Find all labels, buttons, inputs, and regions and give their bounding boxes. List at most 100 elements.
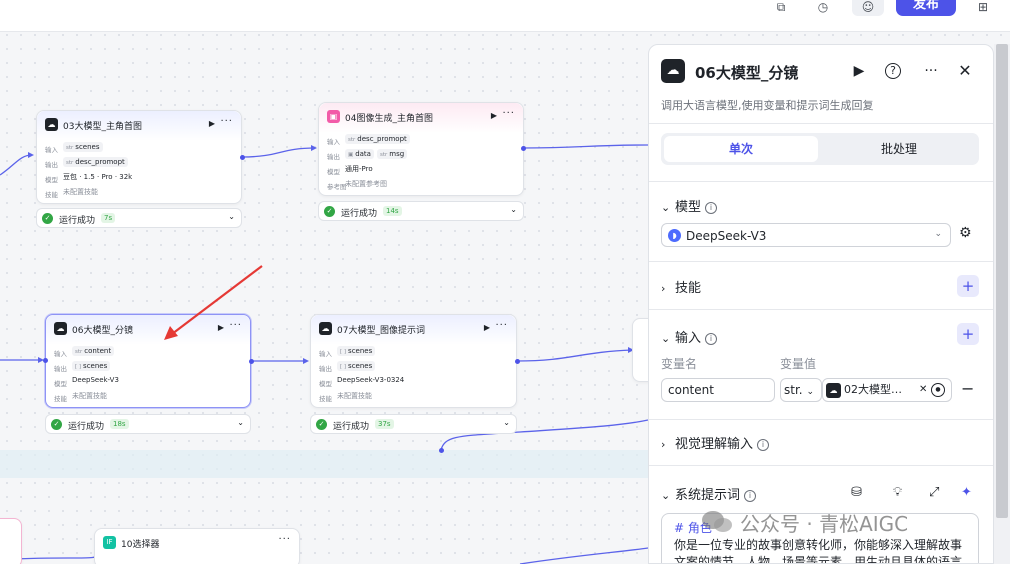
panel-scrollbar-thumb[interactable] [996,44,1008,518]
info-icon: i [744,490,757,502]
var-type-select[interactable]: str. ⌄ [780,378,822,402]
skills-section-header[interactable]: ›技能 [661,281,702,296]
node-model-row: 模型 通用-Pro [327,165,373,176]
more-icon[interactable]: ··· [495,320,508,331]
node-06-status[interactable]: ✓ 运行成功 18s ⌄ [45,414,251,434]
node-04-status[interactable]: ✓ 运行成功 14s ⌄ [318,201,524,221]
more-icon[interactable]: ··· [502,108,515,119]
node-ref-row: 参考图 未配置参考图 [327,180,387,191]
node-header: IF 10选择器 ··· [95,529,299,559]
output-port[interactable] [521,146,526,151]
history-icon[interactable]: ◷ [817,0,829,14]
more-icon[interactable]: ··· [924,63,938,79]
canvas-group-band [0,450,650,478]
add-input-button[interactable]: + [957,323,979,345]
bulb-icon[interactable]: 💡︎ [893,485,903,500]
help-icon[interactable]: ? [885,63,901,79]
close-icon[interactable]: ✕ [958,61,972,80]
llm-icon: ☁ [54,322,67,335]
extension-icon[interactable]: ⊞ [977,0,989,14]
node-output-row: 输出 [ ]scenes [311,360,516,375]
run-icon[interactable]: ▶ [208,119,215,128]
tab-batch[interactable]: 批处理 [880,142,917,156]
chevron-down-icon: ⌄ [661,332,671,345]
var-name-header: 变量名 [661,357,698,371]
node-10-selector[interactable]: IF 10选择器 ··· [94,528,300,564]
run-icon[interactable]: ▶ [853,63,865,79]
node-header: ☁ 03大模型_主角首图 ▶ ··· [37,111,241,141]
copy-icon[interactable]: ⧉ [776,0,786,14]
node-model-row: 模型 DeepSeek-V3-0324 [319,376,405,388]
panel-description: 调用大语言模型,使用变量和提示词生成回复 [661,99,874,112]
remove-input-button[interactable]: − [961,379,975,398]
node-header: ▣ 04图像生成_主角首图 ▶ ··· [319,103,523,133]
success-icon: ✓ [324,206,335,217]
success-icon: ✓ [51,419,62,430]
info-icon: i [705,202,718,214]
watermark-text: 公众号 · 青松AIGC [740,512,909,536]
user-icon[interactable]: ☺ [852,0,884,16]
node-title: 07大模型_图像提示词 [337,326,425,336]
chevron-down-icon: ⌄ [237,418,244,427]
target-icon: ● [931,383,945,397]
system-prompt-editor[interactable]: # 角色 你是一位专业的故事创意转化师，你能够深入理解故事 文案的情节、人物、场… [661,513,979,563]
var-ref-select[interactable]: ☁ 02大模型… ✕ ● [822,378,952,402]
more-icon[interactable]: ··· [278,534,291,545]
prompt-library-icon[interactable]: ⛁ [851,485,862,500]
llm-icon: ☁ [45,118,58,131]
deepseek-icon: ◗ [668,229,681,242]
chevron-down-icon: ⌄ [228,212,235,221]
node-partial-left[interactable] [0,518,22,564]
node-07-llm[interactable]: ☁ 07大模型_图像提示词 ▶ ··· 输入 [ ]scenes 输出 [ ]s… [310,314,517,408]
add-skill-button[interactable]: + [957,275,979,297]
if-icon: IF [103,536,116,549]
node-output-row: 输出 [ ]scenes [46,360,250,375]
expand-icon[interactable]: ⤢ [929,485,940,500]
node-title: 06大模型_分镜 [72,326,133,336]
llm-icon: ☁ [826,383,841,398]
run-icon[interactable]: ▶ [483,323,490,332]
chevron-down-icon: ⌄ [503,418,510,427]
node-03-status[interactable]: ✓ 运行成功 7s ⌄ [36,208,242,228]
var-name-input[interactable]: content [661,378,775,402]
success-icon: ✓ [42,213,53,224]
more-icon[interactable]: ··· [220,116,233,127]
node-skill-row: 技能 未配置技能 [54,392,107,403]
run-icon[interactable]: ▶ [217,323,224,332]
publish-button[interactable]: 发布 [896,0,956,16]
output-port[interactable] [249,359,254,364]
output-port[interactable] [515,359,520,364]
node-skill-row: 技能 未配置技能 [45,188,98,199]
clear-icon: ✕ [919,384,928,395]
run-icon[interactable]: ▶ [490,111,497,120]
divider [649,465,993,466]
ai-optimize-icon[interactable]: ✦ [961,485,972,500]
panel-header: ☁ 06大模型_分镜 ▶ ? ··· ✕ [649,45,993,97]
node-07-status[interactable]: ✓ 运行成功 37s ⌄ [310,414,517,434]
loop-port[interactable] [439,448,444,453]
tab-single[interactable]: 单次 [664,136,818,162]
node-title: 10选择器 [121,540,160,550]
node-skill-row: 技能 未配置技能 [319,392,372,403]
image-icon: ▣ [327,110,340,123]
output-port[interactable] [240,155,245,160]
chevron-right-icon: › [661,438,666,451]
input-port[interactable] [43,358,48,363]
node-model-row: 模型 DeepSeek-V3 [54,376,119,388]
node-model-row: 模型 豆包 · 1.5 · Pro · 32k [45,173,133,184]
more-icon[interactable]: ··· [229,320,242,331]
node-input-row: 输入 [ ]scenes [311,345,516,360]
model-select[interactable]: ◗ DeepSeek-V3 ⌄ [661,223,951,247]
gear-icon[interactable]: ⚙ [959,225,972,241]
